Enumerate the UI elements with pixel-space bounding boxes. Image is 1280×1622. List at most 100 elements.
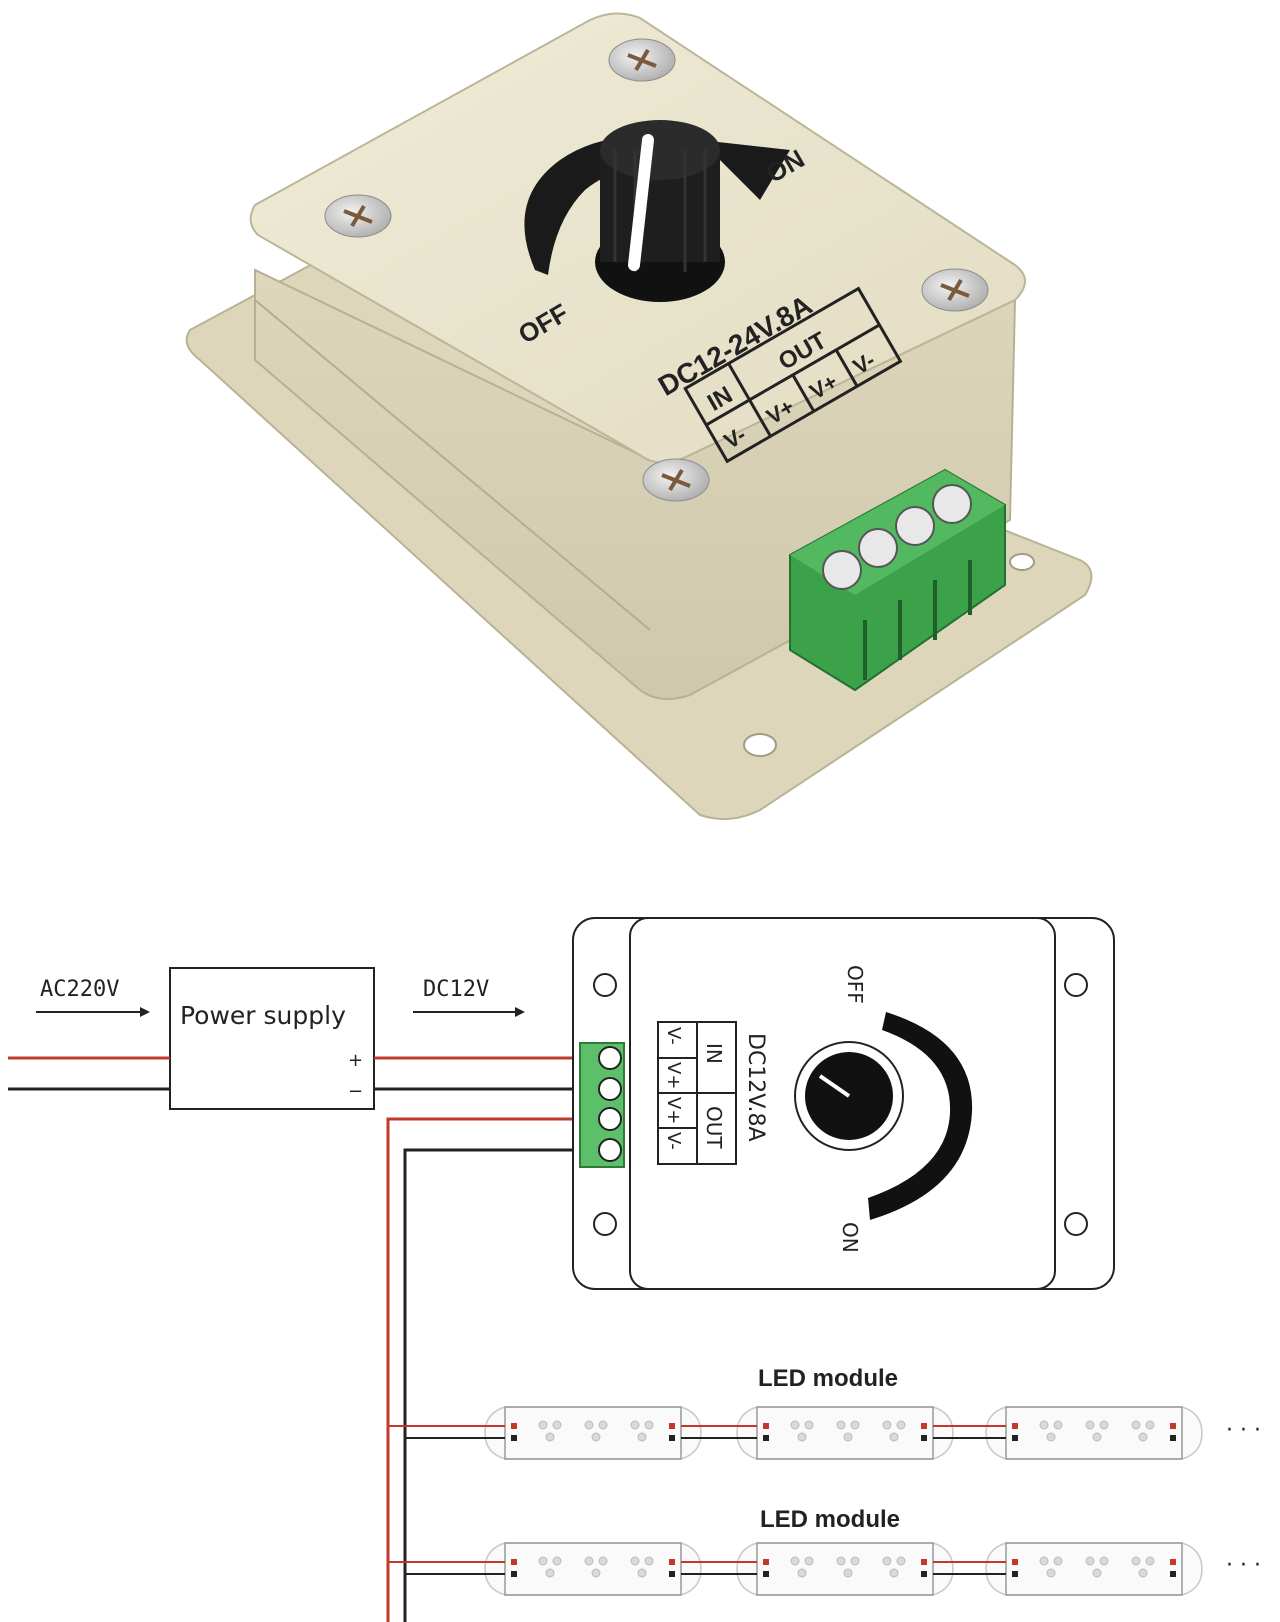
led-chip-icon	[630, 1420, 640, 1430]
terminal-screw-icon	[858, 528, 898, 568]
power-supply-label: Power supply	[180, 1001, 346, 1030]
dc-voltage-label: DC12V	[423, 977, 489, 1002]
led-chip-icon	[797, 1568, 807, 1578]
ac-voltage-label: AC220V	[40, 977, 119, 1002]
flange-hole-icon	[1009, 553, 1035, 571]
led-chip-icon	[790, 1556, 800, 1566]
led-module-outline	[736, 1406, 954, 1460]
continuation-ellipsis: · · ·	[1226, 1553, 1261, 1578]
led-chip-icon	[598, 1556, 608, 1566]
dimmer-in-label: IN	[702, 1043, 726, 1064]
led-pad-negative	[511, 1435, 517, 1441]
mount-hole-icon	[593, 973, 617, 997]
terminal-screw-icon	[598, 1107, 622, 1131]
terminal-label-table: IN OUT V- V+ V+ V-	[683, 286, 903, 464]
led-pad-negative	[921, 1571, 927, 1577]
led-chip-icon	[1053, 1420, 1063, 1430]
mount-hole-icon	[1064, 1212, 1088, 1236]
led-chip-icon	[591, 1568, 601, 1578]
wiring-diagram: AC220V DC12V Power supply + −	[8, 917, 1261, 1622]
led-chip-icon	[790, 1420, 800, 1430]
led-chip-icon	[1145, 1420, 1155, 1430]
led-module-board	[756, 1542, 934, 1596]
led-pad-positive	[763, 1423, 769, 1429]
led-chip-icon	[1099, 1556, 1109, 1566]
mount-hole-icon	[593, 1212, 617, 1236]
led-module-outline	[736, 1542, 954, 1596]
led-pad-positive	[921, 1423, 927, 1429]
led-pad-positive	[1170, 1423, 1176, 1429]
led-chip-icon	[889, 1568, 899, 1578]
led-chip-icon	[538, 1556, 548, 1566]
led-chip-icon	[896, 1556, 906, 1566]
terminal-screw-icon	[895, 506, 935, 546]
led-module	[484, 1406, 702, 1460]
knob-pointer	[818, 1074, 851, 1098]
dimmer-arc-icon	[868, 1012, 973, 1220]
led-module-board	[1005, 1406, 1183, 1460]
led-chip-icon	[1138, 1432, 1148, 1442]
dimmer-off-label: OFF	[843, 965, 867, 1004]
mount-hole-icon	[1064, 973, 1088, 997]
led-chip-icon	[1092, 1568, 1102, 1578]
led-module-board	[504, 1406, 682, 1460]
led-chip-icon	[797, 1432, 807, 1442]
led-pad-negative	[669, 1571, 675, 1577]
led-chip-icon	[843, 1432, 853, 1442]
led-pad-positive	[1012, 1423, 1018, 1429]
led-pad-positive	[669, 1423, 675, 1429]
dimmer-arc-tail	[700, 140, 790, 200]
led-chip-icon	[1092, 1432, 1102, 1442]
led-chip-icon	[843, 1568, 853, 1578]
led-chip-icon	[804, 1420, 814, 1430]
led-chip-icon	[538, 1420, 548, 1430]
led-chip-icon	[896, 1420, 906, 1430]
arrow-right-icon	[413, 1007, 525, 1017]
dimmer-arc-icon	[524, 135, 700, 275]
out-positive-wire	[386, 1117, 583, 1622]
led-chip-icon	[1131, 1420, 1141, 1430]
led-chip-icon	[1039, 1556, 1049, 1566]
led-module-label: LED module	[760, 1506, 900, 1533]
led-chip-icon	[882, 1420, 892, 1430]
led-module-outline	[985, 1406, 1203, 1460]
terminal-screw-icon	[598, 1046, 622, 1070]
led-chip-icon	[584, 1556, 594, 1566]
power-supply-box	[169, 967, 375, 1110]
out-negative-wire	[403, 1148, 583, 1622]
led-pad-negative	[1170, 1435, 1176, 1441]
led-pad-negative	[1170, 1571, 1176, 1577]
led-pad-negative	[669, 1435, 675, 1441]
led-module-outline	[484, 1542, 702, 1596]
dimmer-pin-label: V+	[663, 1097, 684, 1124]
led-chip-icon	[1046, 1432, 1056, 1442]
dimmer-pin-label: V+	[663, 1062, 684, 1089]
led-pad-positive	[921, 1559, 927, 1565]
led-chip-icon	[591, 1432, 601, 1442]
knob-icon	[595, 120, 725, 302]
led-chip-icon	[545, 1432, 555, 1442]
dimmer-terminal-table: IN OUT V- V+ V+ V-	[657, 1021, 737, 1165]
led-chip-icon	[1145, 1556, 1155, 1566]
arrow-right-icon	[36, 1007, 150, 1017]
terminal-screw-icon	[598, 1077, 622, 1101]
dimmer-out-label: OUT	[702, 1106, 726, 1149]
led-chip-icon	[850, 1556, 860, 1566]
dimmer-terminal-block	[579, 1042, 625, 1168]
led-chip-icon	[1138, 1568, 1148, 1578]
plus-sign: +	[348, 1050, 363, 1071]
led-module	[736, 1542, 954, 1596]
dimmer-pin-label: V-	[663, 1132, 684, 1150]
led-chip-icon	[552, 1556, 562, 1566]
screw-icon	[921, 268, 989, 312]
continuation-ellipsis: · · ·	[1226, 1418, 1261, 1443]
led-pad-negative	[1012, 1571, 1018, 1577]
screw-icon	[324, 194, 392, 238]
led-strip-row	[484, 1406, 1203, 1460]
led-chip-icon	[889, 1432, 899, 1442]
led-chip-icon	[1131, 1556, 1141, 1566]
led-chip-icon	[1085, 1420, 1095, 1430]
dimmer-rating-label: DC12V.8A	[743, 1033, 768, 1142]
led-chip-icon	[1099, 1420, 1109, 1430]
led-module-outline	[484, 1406, 702, 1460]
